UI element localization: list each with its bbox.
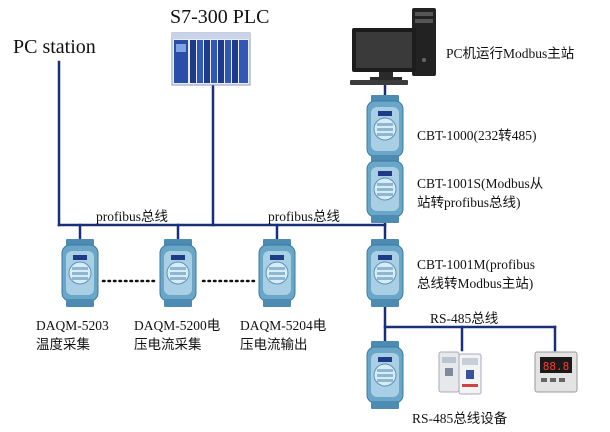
profibus-right-label: profibus总线 <box>268 209 340 224</box>
daqm5204-label: DAQM-5204电 压电流输出 <box>240 316 326 354</box>
rs485-module-icon <box>366 340 404 410</box>
cbt1000-label: CBT-1000(232转485) <box>417 128 537 143</box>
rs485-devices-label: RS-485总线设备 <box>412 411 508 426</box>
cbt1001s-label: CBT-1001S(Modbus从 站转profibus总线) <box>417 174 543 212</box>
panel-meter-icon: 88.8 <box>534 351 578 393</box>
cbt1001m-label-line2: 总线转Modbus主站) <box>417 276 534 291</box>
daqm5200-label: DAQM-5200电 压电流采集 <box>134 316 220 354</box>
plc-label: S7-300 PLC <box>170 6 270 28</box>
pc-master-label: PC机运行Modbus主站 <box>446 46 575 61</box>
meter-display: 88.8 <box>543 360 570 373</box>
daqm5200-label-line2: 压电流采集 <box>134 337 202 352</box>
cbt1001s-module-icon <box>366 154 404 224</box>
daqm5203-label-line1: DAQM-5203 <box>36 318 109 333</box>
cbt1001s-label-line1: CBT-1001S(Modbus从 <box>417 176 544 191</box>
cbt1001m-module-icon <box>366 238 404 308</box>
daqm5200-label-line1: DAQM-5200电 <box>134 318 221 333</box>
daqm5203-module-icon <box>61 238 99 308</box>
profibus-left-label: profibus总线 <box>96 209 168 224</box>
cbt1000-module-icon <box>366 94 404 164</box>
daqm5200-module-icon <box>159 238 197 308</box>
daqm5204-label-line1: DAQM-5204电 <box>240 318 327 333</box>
inverter-device-icon <box>438 351 482 395</box>
daqm5204-module-icon <box>258 238 296 308</box>
plc-rack-icon <box>171 32 251 86</box>
desktop-pc-icon <box>350 8 436 85</box>
cbt1001s-label-line2: 站转profibus总线) <box>417 195 521 210</box>
cbt1001m-label-line1: CBT-1001M(profibus <box>417 257 536 272</box>
cbt1001m-label: CBT-1001M(profibus 总线转Modbus主站) <box>417 255 535 293</box>
daqm5204-label-line2: 压电流输出 <box>240 337 308 352</box>
daqm5203-label-line2: 温度采集 <box>36 337 90 352</box>
pc-station-label: PC station <box>13 36 96 58</box>
daqm5203-label: DAQM-5203 温度采集 <box>36 316 109 354</box>
rs485-bus-label: RS-485总线 <box>430 311 499 326</box>
